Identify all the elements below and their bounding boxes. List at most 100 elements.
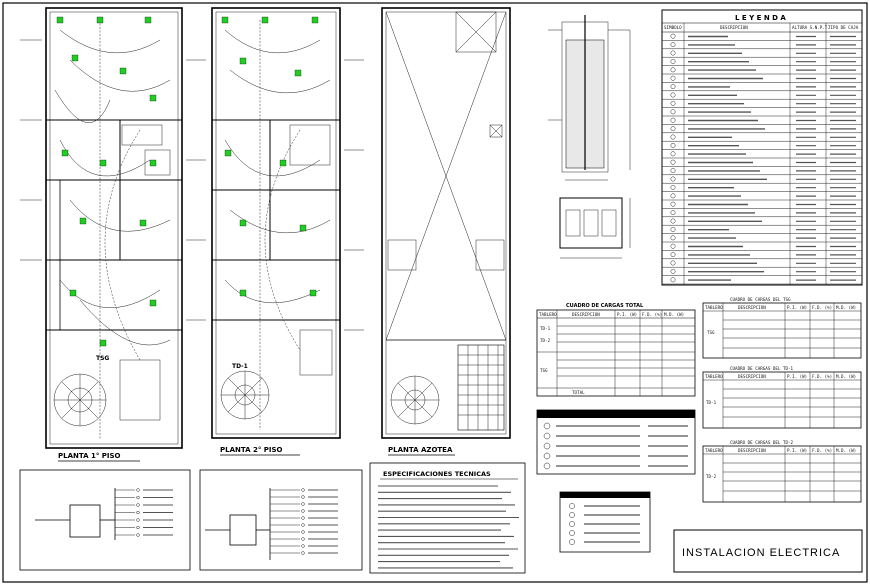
tsg-h-board: TABLERO bbox=[705, 305, 723, 310]
lt-h-desc: DESCRIPCION bbox=[572, 312, 600, 317]
td2-h-desc: DESCRIPCION bbox=[738, 448, 766, 453]
panel-board-detail bbox=[559, 197, 631, 259]
td1-h-pi: P.I. (W) bbox=[787, 374, 807, 379]
tsg-board: TSG bbox=[707, 330, 715, 335]
legend-symbol-icon bbox=[670, 168, 676, 174]
legend-symbol-icon bbox=[670, 100, 676, 106]
conductor-legend-box bbox=[536, 409, 696, 475]
lt-h-md: M.D. (W) bbox=[664, 312, 684, 317]
box-sizes-table bbox=[559, 491, 651, 553]
conductor-symbol-icon bbox=[543, 452, 551, 460]
legend-symbol-icon bbox=[670, 33, 676, 39]
legend-title: L E Y E N D A bbox=[735, 14, 786, 22]
tsg-h-fd: F.D. (%) bbox=[812, 305, 832, 310]
sheet-title: INSTALACION ELECTRICA bbox=[682, 547, 840, 559]
lt-board-td2: TD-2 bbox=[540, 338, 551, 343]
legend-symbol-icon bbox=[670, 117, 676, 123]
td1-h-desc: DESCRIPCION bbox=[738, 374, 766, 379]
legend-symbol-icon bbox=[670, 235, 676, 241]
td1-board: TD-1 bbox=[706, 400, 717, 405]
roof-title: PLANTA AZOTEA bbox=[388, 446, 453, 454]
conductor-symbol-icon bbox=[543, 422, 551, 430]
legend-symbol-icon bbox=[670, 184, 676, 190]
legend-symbol-icon bbox=[670, 50, 676, 56]
td2-h-board: TABLERO bbox=[705, 448, 723, 453]
td2-h-fd: F.D. (%) bbox=[812, 448, 832, 453]
loads-td1-title: CUADRO DE CARGAS DEL TD-1 bbox=[730, 366, 794, 371]
title-block: INSTALACION ELECTRICA bbox=[673, 529, 863, 573]
legend-symbol-icon bbox=[670, 176, 676, 182]
legend-symbol-icon bbox=[670, 42, 676, 48]
td1-tag: TD-1 bbox=[232, 363, 248, 370]
legend-symbol-icon bbox=[670, 159, 676, 165]
box-symbol-icon bbox=[569, 539, 575, 545]
td2-h-md: M.D. (W) bbox=[836, 448, 856, 453]
legend-symbol-icon bbox=[670, 109, 676, 115]
td1-h-board: TABLERO bbox=[705, 374, 723, 379]
td2-h-pi: P.I. (W) bbox=[787, 448, 807, 453]
tsg-h-pi: P.I. (W) bbox=[787, 305, 807, 310]
single-line-diagram-right bbox=[199, 469, 363, 571]
legend-symbol-icon bbox=[670, 67, 676, 73]
conductor-symbol-icon bbox=[543, 432, 551, 440]
legend-col-box: TIPO DE CAJA bbox=[828, 25, 859, 30]
legend-symbol-icon bbox=[670, 58, 676, 64]
loads-total-table: CUADRO DE CARGAS TOTAL TABLERO DESCRIPCI… bbox=[536, 303, 696, 397]
legend-symbol-icon bbox=[670, 201, 676, 207]
legend-symbol-icon bbox=[670, 210, 676, 216]
tsg-tag: TSG bbox=[96, 355, 109, 362]
lt-h-board: TABLERO bbox=[539, 312, 557, 317]
legend-symbol-icon bbox=[670, 226, 676, 232]
td2-board: TD-2 bbox=[706, 474, 717, 479]
td1-h-md: M.D. (W) bbox=[836, 374, 856, 379]
single-line-diagram-left bbox=[19, 469, 191, 571]
box-symbol-icon bbox=[569, 530, 575, 536]
second-floor-plan: TD-1 PLANTA 2° PISO bbox=[211, 7, 364, 456]
lt-board-tsg: TSG bbox=[540, 368, 548, 373]
legend-symbol-icon bbox=[670, 218, 676, 224]
legend-symbol-icon bbox=[670, 142, 676, 148]
conductor-symbol-icon bbox=[543, 442, 551, 450]
legend-symbol-icon bbox=[670, 151, 676, 157]
specs-title: ESPECIFICACIONES TECNICAS bbox=[383, 470, 491, 478]
lt-h-pi: P.I. (W) bbox=[617, 312, 637, 317]
technical-specs: ESPECIFICACIONES TECNICAS bbox=[369, 462, 526, 574]
legend-table: L E Y E N D A SIMBOLO DESCRIPCION ALTURA… bbox=[661, 9, 863, 286]
first-floor-plan: TSG PLANTA 1° PISO bbox=[20, 7, 206, 462]
legend-rows bbox=[662, 33, 862, 285]
loads-td2-table: CUADRO DE CARGAS DEL TD-2 TABLERO DESCRI… bbox=[702, 440, 862, 503]
loads-tsg-table: CUADRO DE CARGAS DEL TSG TABLERO DESCRIP… bbox=[702, 297, 862, 359]
legend-symbol-icon bbox=[670, 260, 676, 266]
loads-tsg-title: CUADRO DE CARGAS DEL TSG bbox=[730, 297, 791, 302]
legend-symbol-icon bbox=[670, 126, 676, 132]
legend-symbol-icon bbox=[670, 268, 676, 274]
legend-symbol-icon bbox=[670, 277, 676, 283]
box-symbol-icon bbox=[569, 521, 575, 527]
td1-h-fd: F.D. (%) bbox=[812, 374, 832, 379]
legend-col-symbol: SIMBOLO bbox=[664, 25, 682, 30]
lt-board-td1: TD-1 bbox=[540, 326, 551, 331]
roof-plan: PLANTA AZOTEA bbox=[381, 7, 511, 456]
lt-total: TOTAL bbox=[572, 390, 585, 395]
second-floor-title: PLANTA 2° PISO bbox=[220, 446, 283, 454]
tsg-h-md: M.D. (W) bbox=[836, 305, 856, 310]
legend-symbol-icon bbox=[670, 134, 676, 140]
conductor-symbol-icon bbox=[543, 462, 551, 470]
legend-symbol-icon bbox=[670, 193, 676, 199]
lt-h-fd: F.D. (%) bbox=[642, 312, 662, 317]
tsg-h-desc: DESCRIPCION bbox=[738, 305, 766, 310]
legend-col-desc: DESCRIPCION bbox=[720, 25, 748, 30]
grounding-well-detail bbox=[548, 15, 631, 181]
loads-td1-table: CUADRO DE CARGAS DEL TD-1 TABLERO DESCRI… bbox=[702, 366, 862, 429]
legend-symbol-icon bbox=[670, 92, 676, 98]
legend-symbol-icon bbox=[670, 75, 676, 81]
legend-symbol-icon bbox=[670, 84, 676, 90]
box-symbol-icon bbox=[569, 503, 575, 509]
legend-symbol-icon bbox=[670, 243, 676, 249]
legend-symbol-icon bbox=[670, 252, 676, 258]
loads-td2-title: CUADRO DE CARGAS DEL TD-2 bbox=[730, 440, 794, 445]
box-symbol-icon bbox=[569, 512, 575, 518]
first-floor-title: PLANTA 1° PISO bbox=[58, 452, 121, 460]
